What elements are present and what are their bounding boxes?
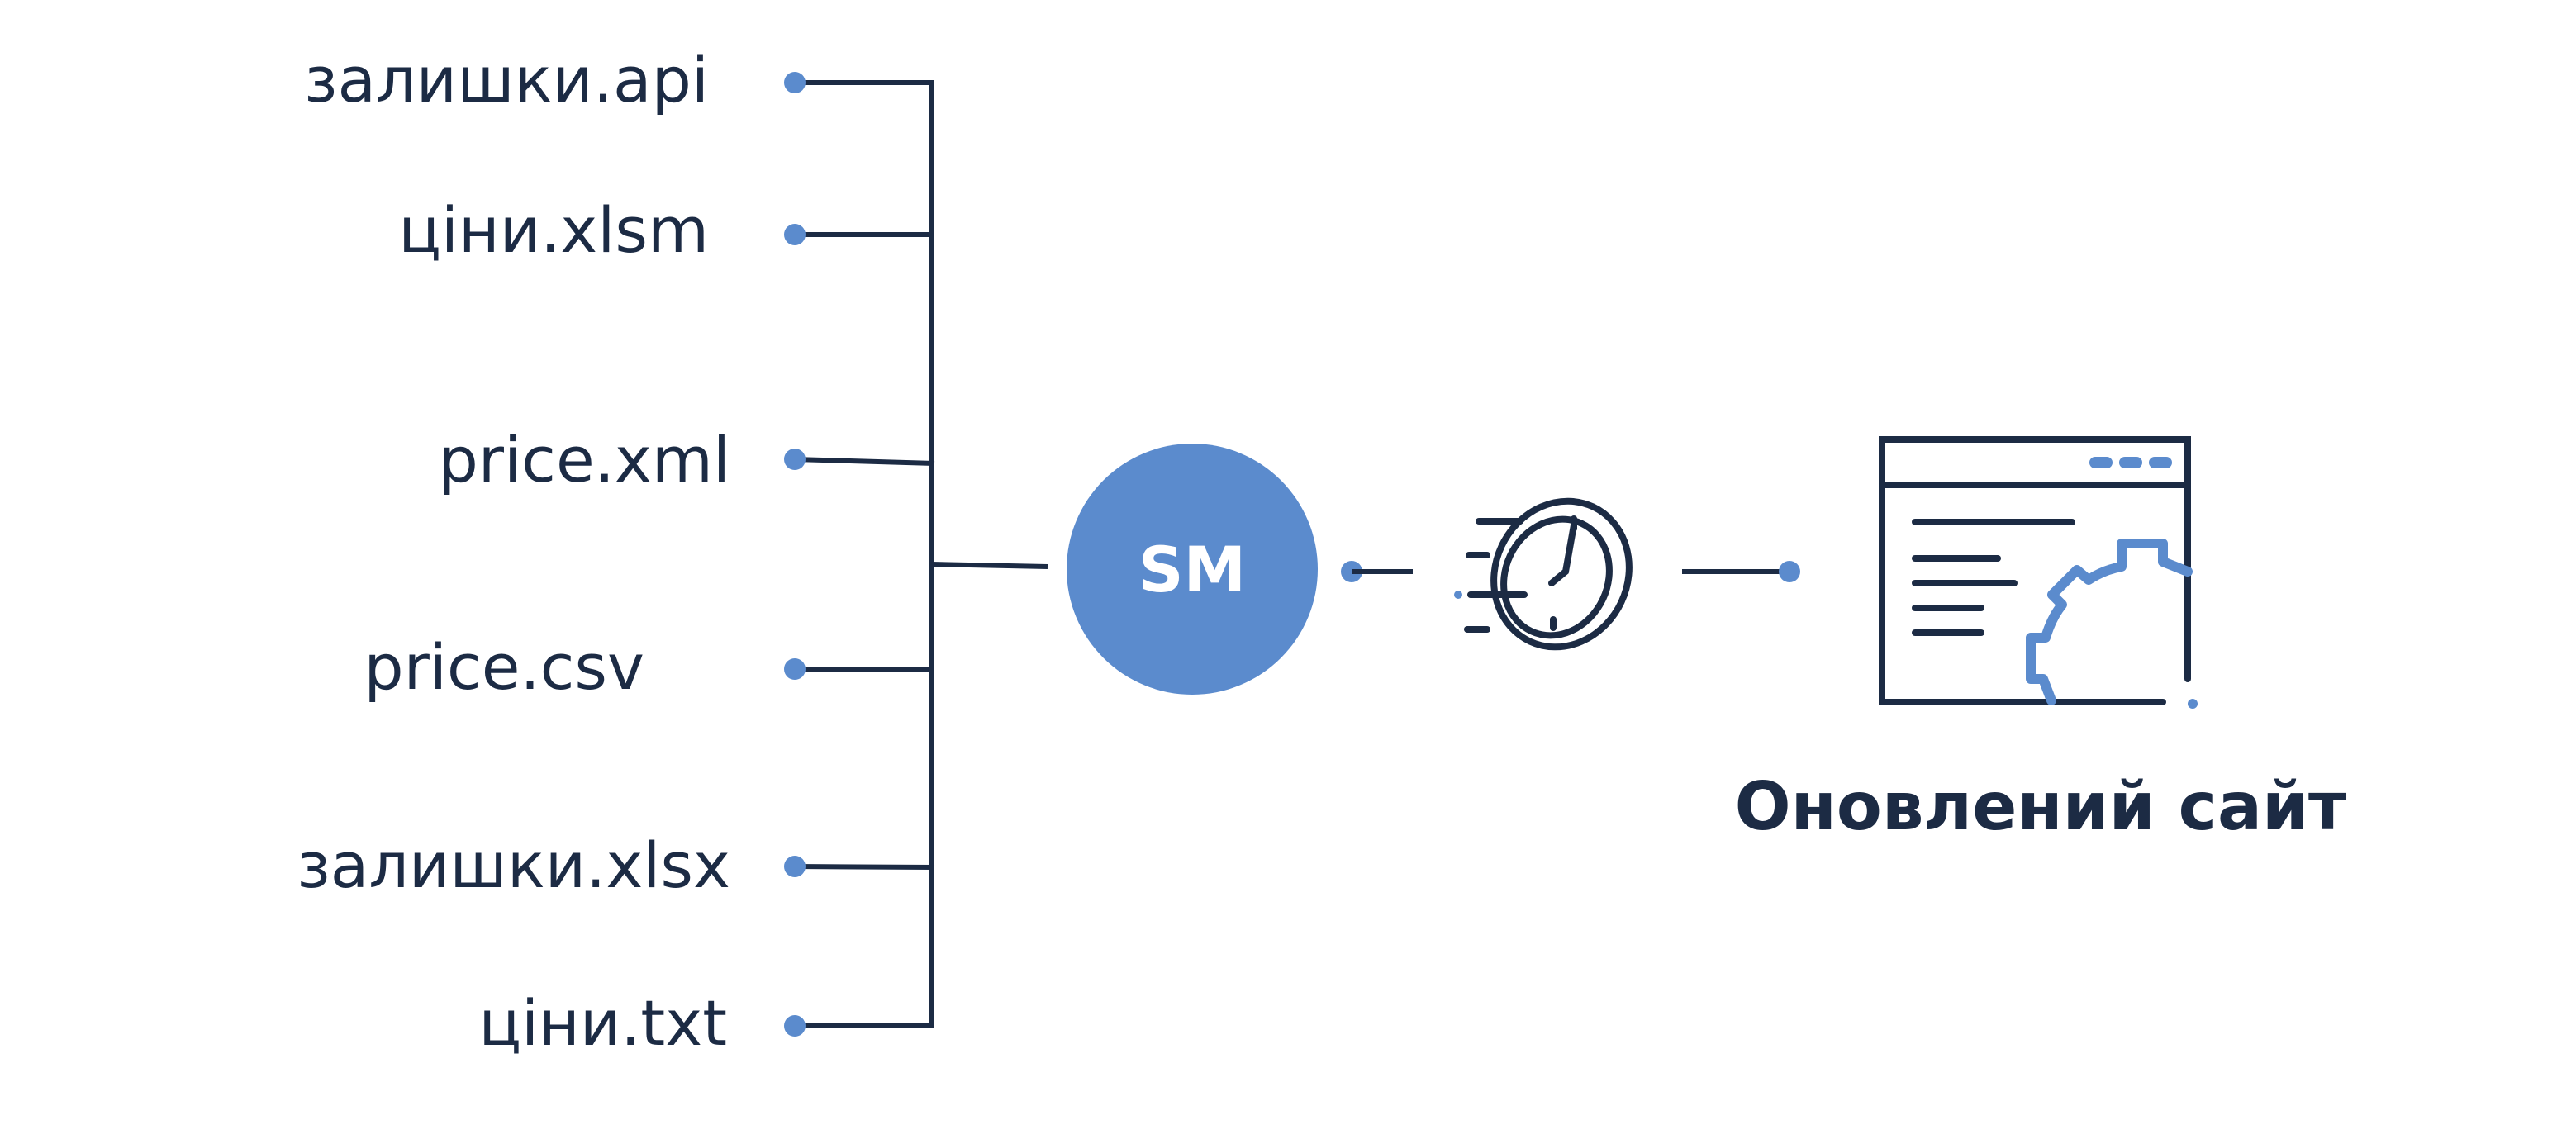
- source-label: залишки.api: [304, 43, 709, 116]
- fast-clock-icon: [1454, 497, 1633, 651]
- connector-dot: [784, 449, 806, 470]
- hub-to-clock-connector: [1341, 561, 1413, 582]
- source-label: price.csv: [364, 630, 644, 704]
- source-label: ціни.xlsm: [398, 193, 709, 267]
- source-label: price.xml: [439, 423, 730, 496]
- source-label: залишки.xlsx: [297, 828, 730, 902]
- connector-dot: [784, 856, 806, 877]
- connector-line: [794, 864, 935, 870]
- connector-line: [931, 562, 1048, 569]
- source-dots: [784, 72, 806, 1037]
- clock-to-site-connector: [1682, 561, 1800, 582]
- connector-dot: [784, 1015, 806, 1037]
- connector-line: [794, 457, 935, 466]
- sm-hub: SM: [1067, 444, 1318, 695]
- source-connectors: [794, 80, 1048, 1028]
- source-label: ціни.txt: [478, 986, 727, 1060]
- target-label: Оновлений сайт: [1735, 768, 2347, 845]
- sm-hub-label: SM: [1138, 533, 1246, 606]
- connector-dot: [784, 72, 806, 93]
- connector-dot: [784, 658, 806, 680]
- connector-dot: [784, 224, 806, 245]
- sm-hub-circle: [1067, 444, 1318, 695]
- connector-dot: [1779, 561, 1800, 582]
- website-settings-icon: [1879, 436, 2198, 709]
